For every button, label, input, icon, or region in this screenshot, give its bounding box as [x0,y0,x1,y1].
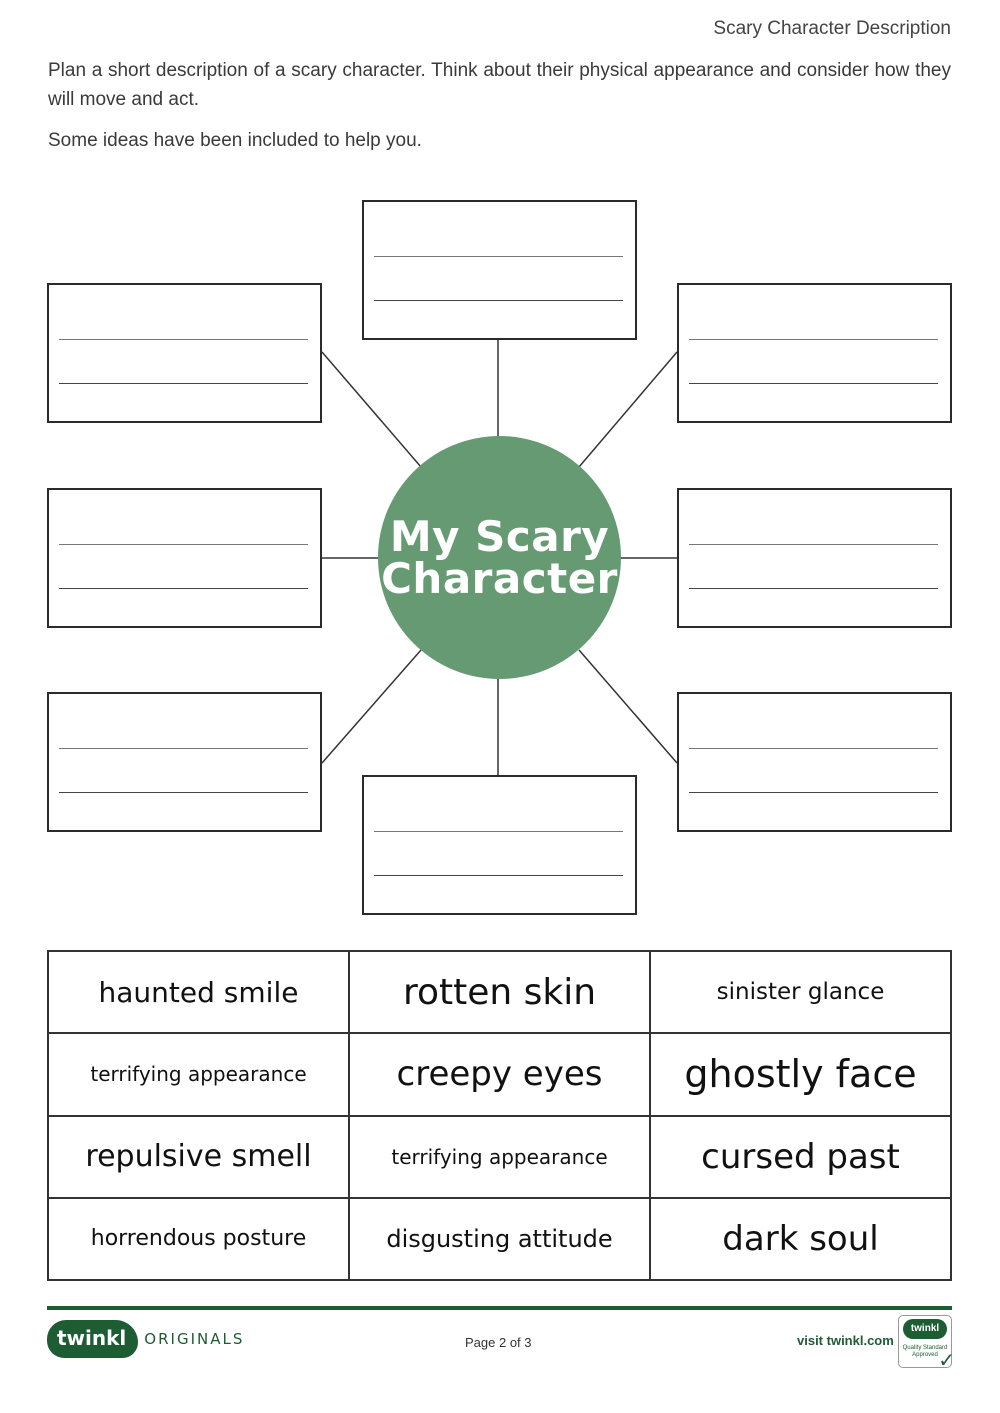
table-row: haunted smile rotten skin sinister glanc… [47,949,952,1035]
connector-top-left [321,351,422,468]
quality-badge: twinkl Quality Standard Approved ✓ [898,1315,955,1372]
instructions-text: Plan a short description of a scary char… [48,60,951,110]
writing-line [374,875,623,876]
document-title: Scary Character Description [713,18,951,39]
word-cell: terrifying appearance [348,1114,651,1199]
center-label-line1: My Scary [389,511,610,561]
center-circle: My Scary Character [378,436,621,679]
writing-line [59,339,308,340]
writing-line [689,792,938,793]
writing-line [689,339,938,340]
idea-box-bottom[interactable] [362,775,637,915]
word-cell: dark soul [649,1196,952,1282]
table-row: terrifying appearance creepy eyes ghostl… [47,1032,952,1117]
idea-box-bottom-left[interactable] [47,692,322,832]
badge-text-line2: Approved [912,1352,938,1358]
table-row: repulsive smell terrifying appearance cu… [47,1114,952,1199]
word-cell: haunted smile [47,949,350,1035]
writing-line [59,792,308,793]
idea-box-top-left[interactable] [47,283,322,423]
footer-divider [47,1306,952,1310]
word-cell: rotten skin [348,949,651,1035]
writing-line [59,383,308,384]
idea-box-middle-left[interactable] [47,488,322,628]
writing-line [689,748,938,749]
twinkl-cloud-icon: twinkl [47,1320,139,1358]
connector-lines [321,340,678,776]
hint-text: Some ideas have been included to help yo… [48,130,422,151]
checkmark-icon: ✓ [938,1350,955,1372]
writing-line [59,748,308,749]
center-label-line2: Character [381,553,618,603]
visit-link[interactable]: visit twinkl.com [797,1333,894,1348]
word-cell: ghostly face [649,1032,952,1117]
word-cell: terrifying appearance [47,1032,350,1117]
page-number: Page 2 of 3 [465,1335,532,1350]
idea-box-top[interactable] [362,200,637,340]
writing-line [59,544,308,545]
writing-line [689,544,938,545]
word-cell: creepy eyes [348,1032,651,1117]
word-cell: sinister glance [649,949,952,1035]
originals-label: ORIGINALS [144,1330,245,1348]
writing-line [689,383,938,384]
idea-box-bottom-right[interactable] [677,692,952,832]
writing-line [374,831,623,832]
writing-line [374,256,623,257]
table-row: horrendous posture disgusting attitude d… [47,1196,952,1282]
writing-line [59,588,308,589]
word-cell: horrendous posture [47,1196,350,1282]
connector-bottom-right [578,649,678,764]
writing-line [689,588,938,589]
word-cell: disgusting attitude [348,1196,651,1282]
badge-text-line1: Quality Standard [902,1345,948,1351]
badge-logo-icon: twinkl [903,1319,947,1339]
twinkl-originals-logo[interactable]: twinkl ORIGINALS [47,1320,244,1358]
word-bank-table: haunted smile rotten skin sinister glanc… [47,949,952,1282]
word-cell: cursed past [649,1114,952,1199]
word-cell: repulsive smell [47,1114,350,1199]
writing-line [374,300,623,301]
connector-bottom-left [321,649,422,764]
connector-top-right [578,351,678,468]
idea-box-middle-right[interactable] [677,488,952,628]
idea-box-top-right[interactable] [677,283,952,423]
